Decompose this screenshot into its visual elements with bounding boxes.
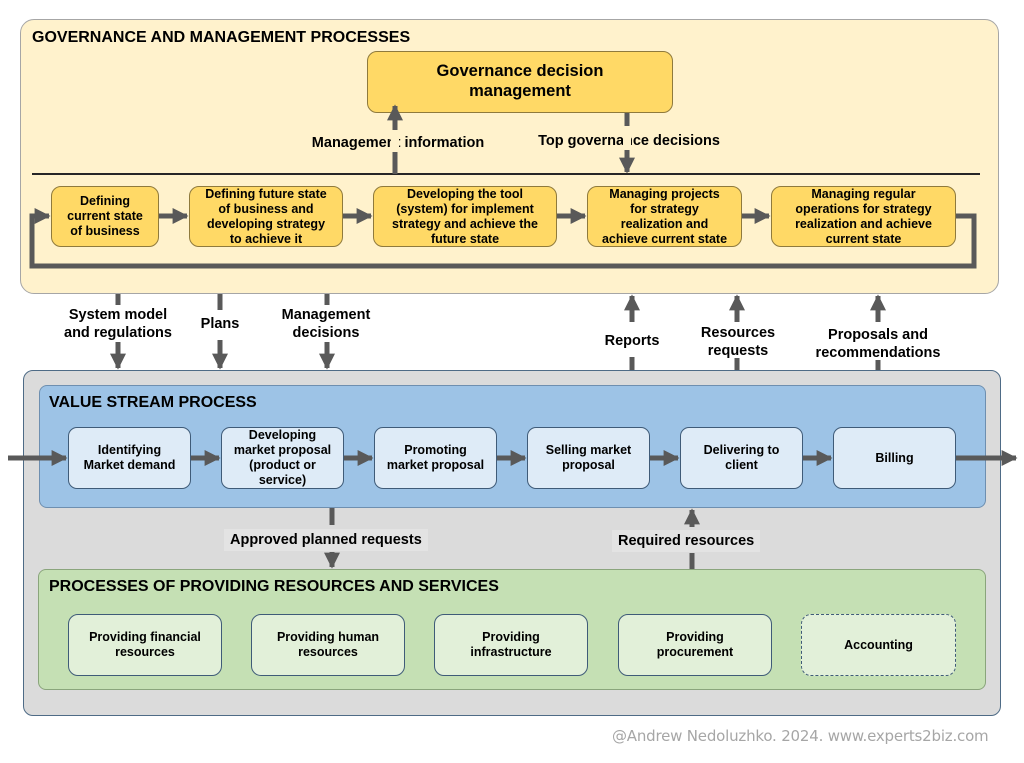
- gov-step-defining-future-state[interactable]: Defining future state of business and de…: [189, 186, 343, 247]
- governance-title: GOVERNANCE AND MANAGEMENT PROCESSES: [32, 29, 411, 46]
- res-providing-infrastructure[interactable]: Providing infrastructure: [434, 614, 588, 676]
- res-item-label: Providing financial resources: [89, 630, 201, 659]
- gov-step-label: Managing projects for strategy realizati…: [601, 186, 728, 246]
- vs-step-identifying-market-demand[interactable]: Identifying Market demand: [68, 427, 191, 489]
- top-governance-decisions-label: Top governance decisions: [538, 133, 720, 149]
- resources-requests-label: Resources requests: [700, 325, 776, 360]
- vs-step-label: Billing: [875, 450, 914, 465]
- vs-step-billing[interactable]: Billing: [833, 427, 956, 489]
- vs-step-label: Identifying Market demand: [83, 443, 176, 472]
- gov-step-developing-tool[interactable]: Developing the tool (system) for impleme…: [373, 186, 557, 247]
- vs-step-delivering-to-client[interactable]: Delivering to client: [680, 427, 803, 489]
- vs-step-label: Developing market proposal (product or s…: [233, 428, 332, 487]
- copyright-footer: @Andrew Nedoluzhko. 2024. www.experts2bi…: [612, 727, 989, 745]
- gov-step-label: Managing regular operations for strategy…: [795, 186, 932, 246]
- res-item-label: Providing procurement: [656, 630, 734, 659]
- management-decisions-label: Management decisions: [281, 307, 371, 342]
- approved-planned-requests-label: Approved planned requests: [224, 529, 428, 552]
- proposals-recommendations-label: Proposals and recommendations: [815, 327, 941, 362]
- vs-step-label: Promoting market proposal: [386, 443, 485, 472]
- vs-step-promoting-market-proposal[interactable]: Promoting market proposal: [374, 427, 497, 489]
- management-information-label: Management information: [311, 135, 485, 151]
- res-providing-human-resources[interactable]: Providing human resources: [251, 614, 405, 676]
- resources-title: PROCESSES OF PROVIDING RESOURCES AND SER…: [49, 578, 499, 595]
- value-stream-panel: [39, 385, 986, 508]
- vs-step-developing-market-proposal[interactable]: Developing market proposal (product or s…: [221, 427, 344, 489]
- vs-step-label: Delivering to client: [703, 443, 780, 472]
- vs-step-label: Selling market proposal: [545, 443, 632, 472]
- gov-step-managing-projects[interactable]: Managing projects for strategy realizati…: [587, 186, 742, 247]
- res-providing-financial-resources[interactable]: Providing financial resources: [68, 614, 222, 676]
- res-accounting[interactable]: Accounting: [801, 614, 956, 676]
- gov-step-defining-current-state[interactable]: Defining current state of business: [51, 186, 159, 247]
- res-item-label: Providing infrastructure: [470, 630, 552, 659]
- gov-step-label: Defining future state of business and de…: [205, 186, 327, 246]
- governance-decision-management-label: Governance decision management: [436, 62, 604, 100]
- reports-label: Reports: [604, 333, 660, 349]
- vs-step-selling-market-proposal[interactable]: Selling market proposal: [527, 427, 650, 489]
- required-resources-label: Required resources: [612, 530, 761, 553]
- system-model-regulations-label: System model and regulations: [64, 307, 172, 342]
- governance-decision-management-box[interactable]: Governance decision management: [367, 51, 673, 113]
- plans-label: Plans: [200, 316, 240, 332]
- gov-step-managing-regular-operations[interactable]: Managing regular operations for strategy…: [771, 186, 956, 247]
- res-item-label: Providing human resources: [276, 630, 380, 659]
- gov-step-label: Defining current state of business: [67, 194, 143, 238]
- res-providing-procurement[interactable]: Providing procurement: [618, 614, 772, 676]
- value-stream-title: VALUE STREAM PROCESS: [49, 394, 257, 411]
- res-item-label: Accounting: [844, 637, 913, 652]
- gov-step-label: Developing the tool (system) for impleme…: [392, 186, 538, 246]
